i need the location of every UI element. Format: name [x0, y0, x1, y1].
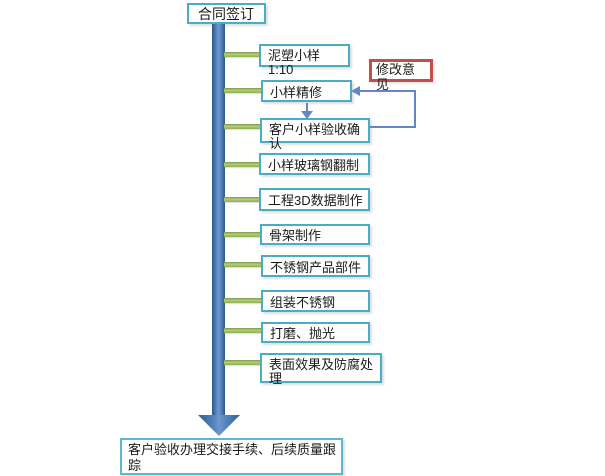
step-node-clay-model: 泥塑小样 1:10 — [259, 44, 350, 77]
step-label: 打磨、抛光 — [270, 326, 336, 341]
feedback-line-right — [414, 90, 416, 128]
down-arrow-icon — [301, 111, 313, 119]
step-node-surface-treatment: 表面效果及防腐处理 — [260, 353, 382, 386]
end-node: 客户验收办理交接手续、后续质量跟踪 — [120, 438, 343, 475]
feedback-node: 修改意见 — [369, 59, 433, 92]
step-node-client-confirm: 客户小样验收确认 — [260, 118, 370, 151]
step-sublabel: 1:10 — [268, 62, 294, 77]
branch-connector — [224, 88, 261, 93]
step-label: 不锈钢产品部件 — [270, 260, 362, 275]
branch-connector — [224, 328, 261, 333]
step-label: 泥塑小样 — [268, 48, 321, 63]
step-node-polish: 打磨、抛光 — [261, 322, 370, 343]
step-node-sample-refine: 小样精修 — [261, 80, 352, 102]
branch-connector — [224, 232, 261, 237]
branch-connector — [224, 360, 261, 365]
connector-line — [306, 103, 308, 112]
start-node: 合同签订 — [187, 3, 266, 24]
branch-connector — [224, 52, 261, 57]
branch-connector — [224, 298, 261, 303]
branch-connector — [224, 124, 261, 129]
main-arrow-shaft — [212, 24, 225, 415]
feedback-line-top — [357, 90, 416, 92]
feedback-line-bottom — [370, 126, 416, 128]
main-arrow-head-icon — [198, 415, 240, 436]
feedback-label: 修改意见 — [376, 62, 416, 92]
left-arrow-icon — [351, 86, 360, 96]
step-label: 小样精修 — [270, 85, 323, 100]
step-label: 小样玻璃钢翻制 — [268, 158, 360, 173]
branch-connector — [224, 262, 261, 267]
step-node-skeleton: 骨架制作 — [260, 224, 370, 245]
step-label: 工程3D数据制作 — [268, 193, 363, 208]
branch-connector — [224, 197, 261, 202]
start-node-label: 合同签订 — [198, 6, 254, 22]
step-label: 骨架制作 — [269, 228, 322, 243]
step-node-assembly: 组装不锈钢 — [261, 290, 370, 312]
step-node-frp-mold: 小样玻璃钢翻制 — [259, 153, 370, 175]
step-node-steel-parts: 不锈钢产品部件 — [261, 255, 370, 277]
step-label: 组装不锈钢 — [270, 295, 336, 310]
step-node-3d-data: 工程3D数据制作 — [259, 188, 370, 211]
branch-connector — [224, 162, 261, 167]
step-label: 客户小样验收确认 — [269, 122, 361, 151]
end-node-label: 客户验收办理交接手续、后续质量跟踪 — [128, 442, 337, 473]
step-label: 表面效果及防腐处理 — [269, 357, 374, 386]
